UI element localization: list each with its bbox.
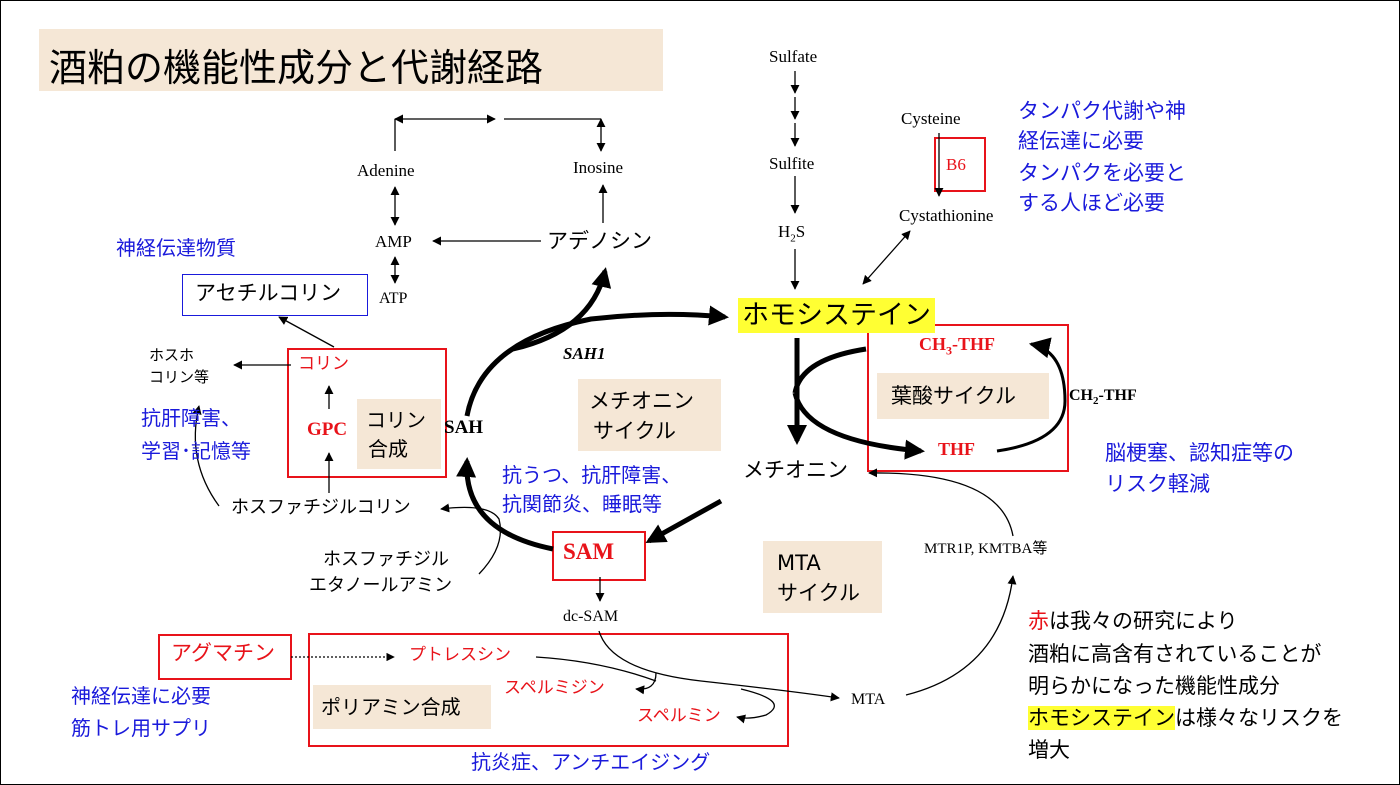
- choline-synthesis-label-2: 合成: [368, 437, 408, 461]
- sah1-label: SAH1: [563, 344, 606, 363]
- legend-line-4: ホモシステインは様々なリスクを: [1028, 706, 1343, 730]
- choline-synthesis-box: [357, 399, 441, 469]
- protein-note-4: する人ほど必要: [1018, 191, 1165, 215]
- phosphatidylethanolamine-label-2: エタノールアミン: [309, 575, 453, 596]
- methionine-cycle-box: [578, 379, 721, 451]
- gpc-label: GPC: [307, 419, 348, 440]
- agmatine-note-1: 神経伝達に必要: [71, 684, 211, 708]
- ch3-thf-label: CH3-THF: [919, 334, 995, 358]
- polyamine-note: 抗炎症、アンチエイジング: [471, 750, 711, 774]
- protein-note-2: 経伝達に必要: [1018, 129, 1144, 153]
- mta-cycle-label-1: MTA: [777, 551, 821, 575]
- polyamine-synthesis-label: ポリアミン合成: [321, 695, 461, 719]
- neurotransmitter-note: 神経伝達物質: [116, 236, 236, 260]
- phosphatidylethanolamine-label-1: ホスファチジル: [323, 549, 449, 570]
- protein-note-1: タンパク代謝や神: [1018, 99, 1186, 123]
- adenosine-label: アデノシン: [547, 229, 652, 253]
- methionine-cycle-label-1: メチオニン: [589, 389, 694, 413]
- cysteine-label: Cysteine: [901, 109, 961, 128]
- b6-label: B6: [946, 155, 966, 174]
- methionine-cycle-label-2: サイクル: [593, 419, 676, 443]
- folate-cycle-red-box: [867, 324, 1069, 472]
- liver-note-2: 学習･記憶等: [141, 439, 251, 463]
- choline-red-box: [287, 348, 447, 478]
- b6-box: [934, 137, 986, 192]
- methionine-label: メチオニン: [743, 458, 848, 482]
- page-title: 酒粕の機能性成分と代謝経路: [49, 46, 544, 90]
- choline-label: コリン: [298, 354, 349, 374]
- inosine-label: Inosine: [573, 158, 624, 177]
- ch2-thf-label: CH2-THF: [1069, 387, 1137, 408]
- legend-line-2: 酒粕に高含有されていることが: [1028, 642, 1322, 666]
- acetylcholine-label: アセチルコリン: [195, 281, 342, 305]
- mta-cycle-label-2: サイクル: [777, 581, 860, 605]
- mta-label: MTA: [851, 691, 886, 708]
- cystathionine-label: Cystathionine: [899, 206, 994, 225]
- spermidine-label: スペルミジン: [504, 678, 605, 698]
- sam-note-2: 抗関節炎、睡眠等: [502, 492, 662, 516]
- mta-cycle-box: [763, 541, 882, 613]
- polyamine-box: [313, 685, 491, 729]
- putrescine-label: プトレスシン: [409, 645, 511, 665]
- spermine-label: スペルミン: [637, 706, 721, 726]
- thf-label: THF: [938, 439, 976, 459]
- h2s-label: H2S: [778, 222, 806, 245]
- stroke-note-2: リスク軽減: [1105, 472, 1210, 496]
- acetylcholine-box: [182, 274, 368, 316]
- sulfate-label: Sulfate: [769, 47, 818, 66]
- agmatine-note-2: 筋トレ用サプリ: [71, 716, 211, 740]
- dc-sam-label: dc-SAM: [563, 608, 619, 625]
- choline-synthesis-label-1: コリン: [366, 408, 426, 432]
- title-banner: 酒粕の機能性成分と代謝経路: [39, 29, 663, 91]
- legend-line-1: 赤は我々の研究により: [1028, 609, 1238, 633]
- phosphocholine-label-2: コリン等: [149, 368, 210, 386]
- atp-label: ATP: [379, 290, 408, 307]
- liver-note-1: 抗肝障害、: [141, 406, 241, 430]
- amp-label: AMP: [375, 232, 412, 251]
- polyamine-red-box: [308, 633, 789, 747]
- adenine-label: Adenine: [357, 161, 415, 180]
- sah-label: SAH: [444, 417, 484, 438]
- stroke-note-1: 脳梗塞、認知症等の: [1105, 441, 1294, 465]
- phosphocholine-label-1: ホスホ: [149, 346, 195, 364]
- sulfite-label: Sulfite: [769, 154, 815, 173]
- agmatine-label: アグマチン: [171, 641, 275, 665]
- legend-line-5: 増大: [1028, 738, 1070, 762]
- phosphatidylcholine-label: ホスファチジルコリン: [231, 497, 411, 518]
- folate-cycle-label: 葉酸サイクル: [891, 384, 1016, 408]
- mtr1p-label: MTR1P, KMTBA等: [924, 541, 1048, 557]
- sam-red-box: [552, 531, 646, 581]
- legend-line-3: 明らかになった機能性成分: [1028, 674, 1280, 698]
- protein-note-3: タンパクを必要と: [1018, 161, 1186, 185]
- folate-cycle-box: [877, 373, 1049, 419]
- sam-label: SAM: [563, 539, 615, 564]
- homocysteine-label: ホモシステイン: [738, 298, 935, 334]
- sam-note-1: 抗うつ、抗肝障害、: [502, 463, 682, 487]
